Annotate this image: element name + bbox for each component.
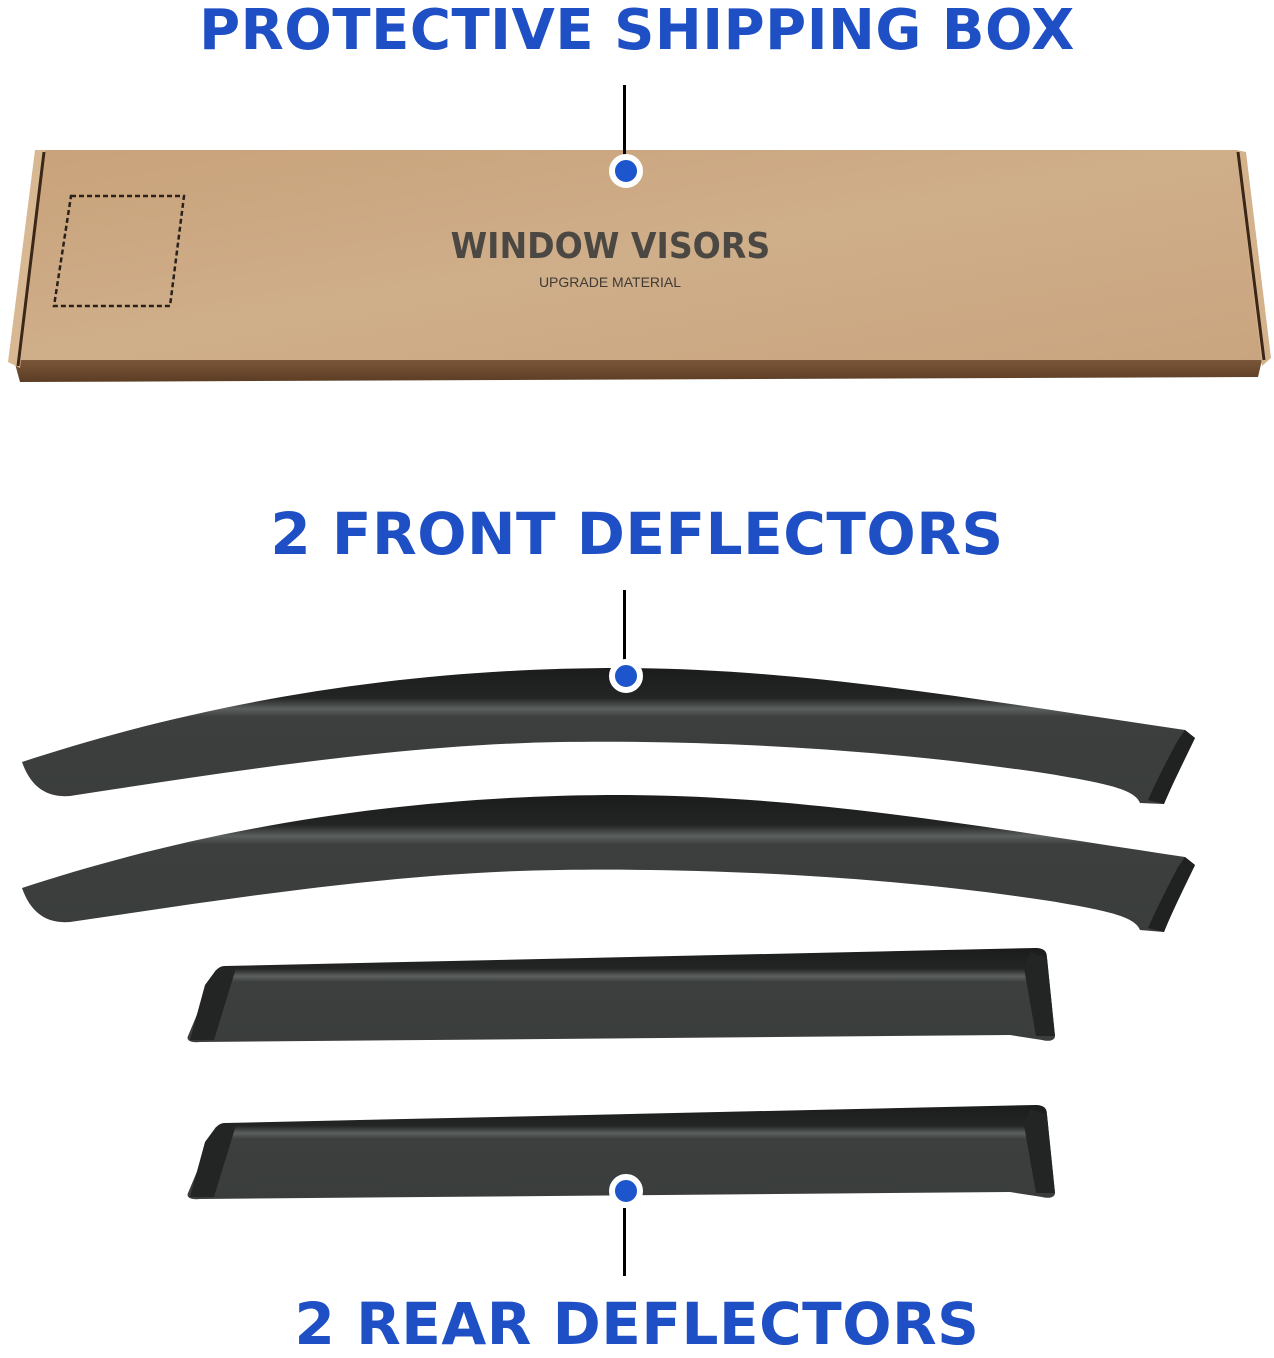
callout-line-front [623,590,626,664]
callout-line-rear [623,1208,626,1276]
rear-deflector-2 [187,1105,1055,1200]
box-print-title: WINDOW VISORS [450,226,771,267]
callout-dot-front [609,659,643,693]
heading-front-deflectors: 2 FRONT DEFLECTORS [270,500,1004,568]
shipping-box [8,150,1271,382]
box-print-subtitle: UPGRADE MATERIAL [538,274,682,290]
label-area-outline [52,194,186,308]
front-deflector-2 [22,795,1195,932]
callout-line-box [623,85,626,157]
heading-protective-shipping-box: PROTECTIVE SHIPPING BOX [199,0,1075,63]
heading-rear-deflectors: 2 REAR DEFLECTORS [294,1290,980,1358]
front-deflector-1 [22,668,1195,804]
rear-deflector-1 [187,948,1055,1043]
callout-dot-rear [609,1174,643,1208]
callout-dot-box [609,154,643,188]
